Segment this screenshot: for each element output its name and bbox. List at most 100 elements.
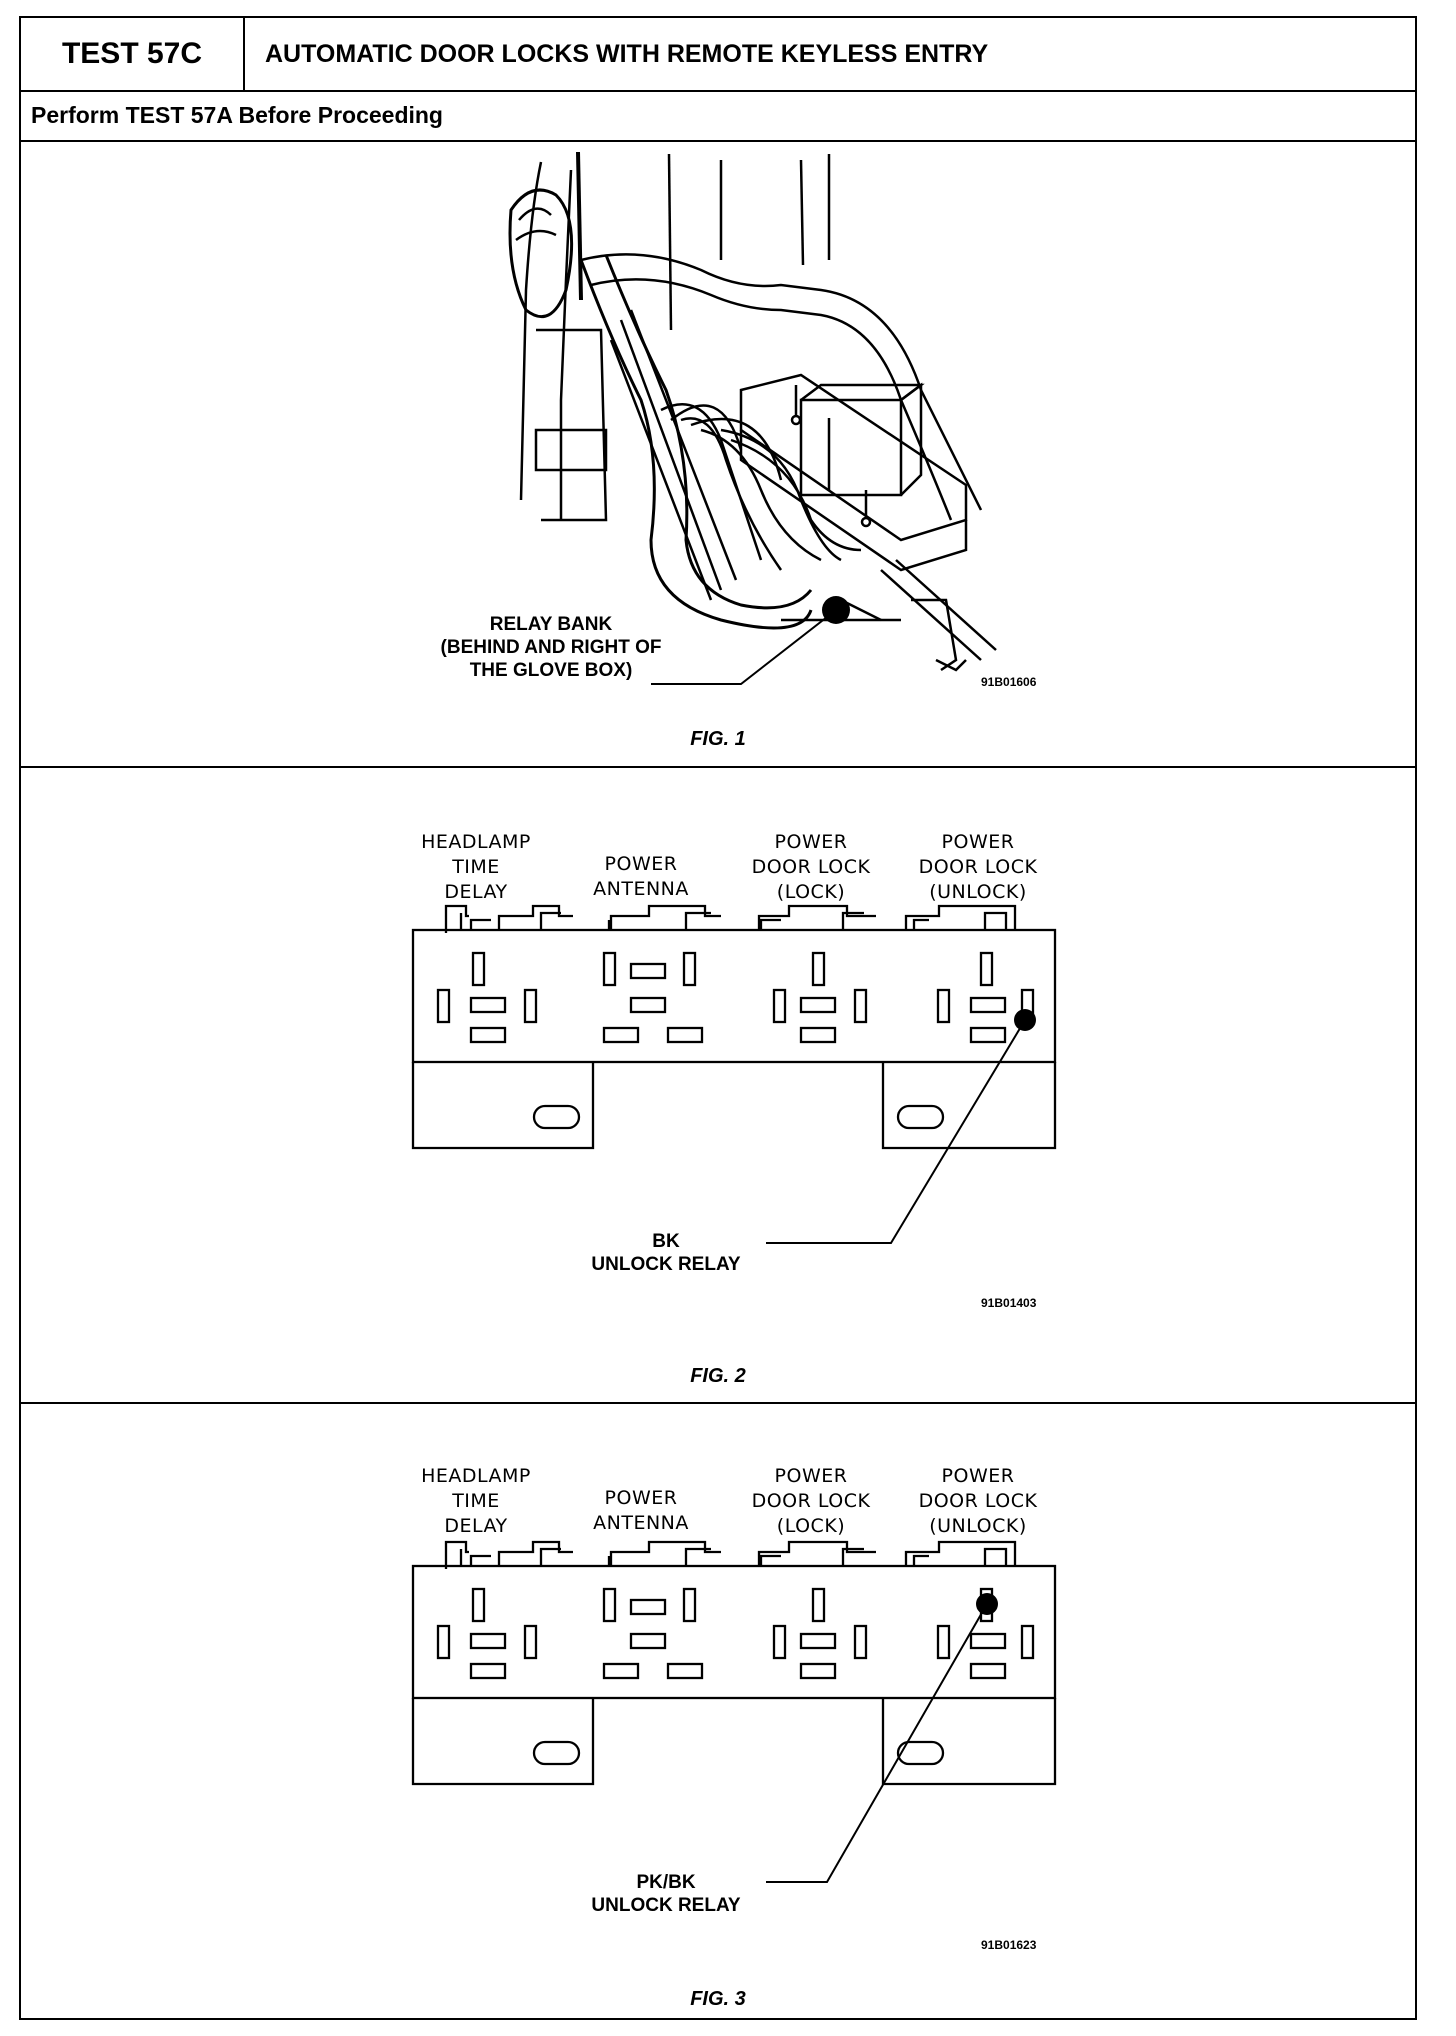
relay-block-diagram [411, 1540, 1057, 1883]
relay-tab [841, 911, 929, 930]
relay-terminal-slot [629, 996, 667, 1014]
relay-tab [983, 1547, 1008, 1566]
relay-label-headlamp: HEADLAMP TIME DELAY [421, 831, 531, 903]
relay-terminal-slot [811, 1587, 826, 1623]
relay-terminal-slot [666, 1026, 704, 1044]
relay-tab [757, 1540, 876, 1566]
relay-tab [539, 911, 611, 930]
relay-terminal-slot [979, 951, 994, 987]
figure-code: 91B01623 [981, 1938, 1037, 1952]
relay-terminal-slot [602, 951, 617, 987]
relay-terminal-slot [523, 988, 538, 1024]
relay-tab [497, 1540, 573, 1566]
section-divider [21, 766, 1415, 768]
relay-tab [444, 904, 469, 933]
fig1-panel: RELAY BANK (BEHIND AND RIGHT OF THE GLOV… [21, 140, 1415, 766]
relay-label-lock: POWER DOOR LOCK (LOCK) [751, 831, 871, 903]
relay-terminal-slot [629, 1632, 667, 1650]
mounting-ear-right [881, 1698, 1057, 1786]
prerequisite-note: Perform TEST 57A Before Proceeding [31, 101, 443, 128]
relay-terminal-slot [853, 988, 868, 1024]
relay-terminal-slot [969, 996, 1007, 1014]
fig3-panel: HEADLAMP TIME DELAY POWER ANTENNA POWER … [21, 1404, 1415, 2020]
relay-tab [757, 904, 876, 930]
relay-tab [459, 1549, 491, 1566]
relay-terminal-slot [602, 1587, 617, 1623]
relay-terminal-slot [799, 1026, 837, 1044]
relay-terminal-slot [469, 1632, 507, 1650]
relay-terminal-slot [471, 951, 486, 987]
relay-tab [684, 911, 781, 930]
callout-leader [766, 1603, 988, 1883]
mounting-ear-left [411, 1062, 595, 1150]
relay-terminal-slot [666, 1662, 704, 1680]
relay-terminal-slot [811, 951, 826, 987]
relay-terminal-slot [799, 1632, 837, 1650]
relay-terminal-slot [523, 1624, 538, 1660]
relay-terminal-slot [629, 962, 667, 980]
relay-label-lock: POWER DOOR LOCK (LOCK) [751, 1465, 871, 1537]
relay-terminal-slot [436, 988, 451, 1024]
relay-terminal-slot [772, 1624, 787, 1660]
relay-terminal-slot [602, 1662, 640, 1680]
unlock-relay-callout: PK/BK UNLOCK RELAY [591, 1872, 741, 1916]
relay-tab [609, 904, 721, 930]
callout-leader [766, 1019, 1026, 1244]
figure-code: 91B01403 [981, 1296, 1037, 1310]
section-divider [21, 1402, 1415, 1404]
relay-terminal-slot [936, 988, 951, 1024]
relay-label-antenna: POWER ANTENNA [593, 1487, 689, 1534]
relay-bank-location-illustration [508, 151, 997, 685]
mounting-slot [896, 1740, 945, 1766]
figure-caption: FIG. 2 [690, 1365, 746, 1387]
mounting-slot [896, 1104, 945, 1130]
relay-tab [539, 1547, 611, 1566]
relay-terminal-slot [682, 951, 697, 987]
mounting-ear-right [881, 1062, 1057, 1150]
relay-terminal-slot [799, 1662, 837, 1680]
subtitle-row: Perform TEST 57A Before Proceeding [21, 90, 1415, 142]
mounting-slot [532, 1740, 581, 1766]
relay-tab [904, 904, 1017, 930]
relay-tab [983, 911, 1008, 930]
relay-label-antenna: POWER ANTENNA [593, 853, 689, 900]
relay-terminal-slot [772, 988, 787, 1024]
test-id: TEST 57C [21, 18, 245, 90]
relay-terminal-slot [436, 1624, 451, 1660]
unlock-relay-callout: BK UNLOCK RELAY [591, 1231, 741, 1275]
relay-terminal-slot [469, 1662, 507, 1680]
relay-bank-callout: RELAY BANK (BEHIND AND RIGHT OF THE GLOV… [440, 614, 662, 681]
relay-tab [684, 1547, 781, 1566]
relay-label-unlock: POWER DOOR LOCK (UNLOCK) [918, 831, 1038, 903]
fig2-panel: HEADLAMP TIME DELAY POWER ANTENNA POWER … [21, 768, 1415, 1402]
figure-code: 91B01606 [981, 675, 1037, 689]
relay-block-diagram [411, 904, 1057, 1244]
relay-tab [841, 1547, 929, 1566]
test-title: AUTOMATIC DOOR LOCKS WITH REMOTE KEYLESS… [265, 39, 989, 68]
relay-tab [497, 904, 573, 930]
mounting-ear-left [411, 1698, 595, 1786]
relay-terminal-slot [471, 1587, 486, 1623]
relay-block-body [411, 1564, 1057, 1700]
relay-terminal-slot [936, 1624, 951, 1660]
relay-terminal-slot [469, 996, 507, 1014]
relay-terminal-slot [469, 1026, 507, 1044]
relay-tab [609, 1540, 721, 1566]
header-row: TEST 57C AUTOMATIC DOOR LOCKS WITH REMOT… [21, 18, 1415, 92]
relay-terminal-slot [799, 996, 837, 1014]
relay-terminal-slot [853, 1624, 868, 1660]
relay-terminal-slot [969, 1662, 1007, 1680]
mounting-slot [532, 1104, 581, 1130]
relay-terminal-slot [629, 1598, 667, 1616]
figure-caption: FIG. 3 [690, 1988, 746, 2010]
relay-tab [904, 1540, 1017, 1566]
relay-tab [459, 913, 491, 930]
relay-terminal-slot [602, 1026, 640, 1044]
relay-terminal-slot [682, 1587, 697, 1623]
relay-tab [444, 1540, 469, 1569]
figure-caption: FIG. 1 [690, 728, 746, 750]
relay-label-unlock: POWER DOOR LOCK (UNLOCK) [918, 1465, 1038, 1537]
relay-terminal-slot [969, 1026, 1007, 1044]
relay-terminal-slot [1020, 1624, 1035, 1660]
test-page-frame: TEST 57C AUTOMATIC DOOR LOCKS WITH REMOT… [19, 16, 1417, 2020]
